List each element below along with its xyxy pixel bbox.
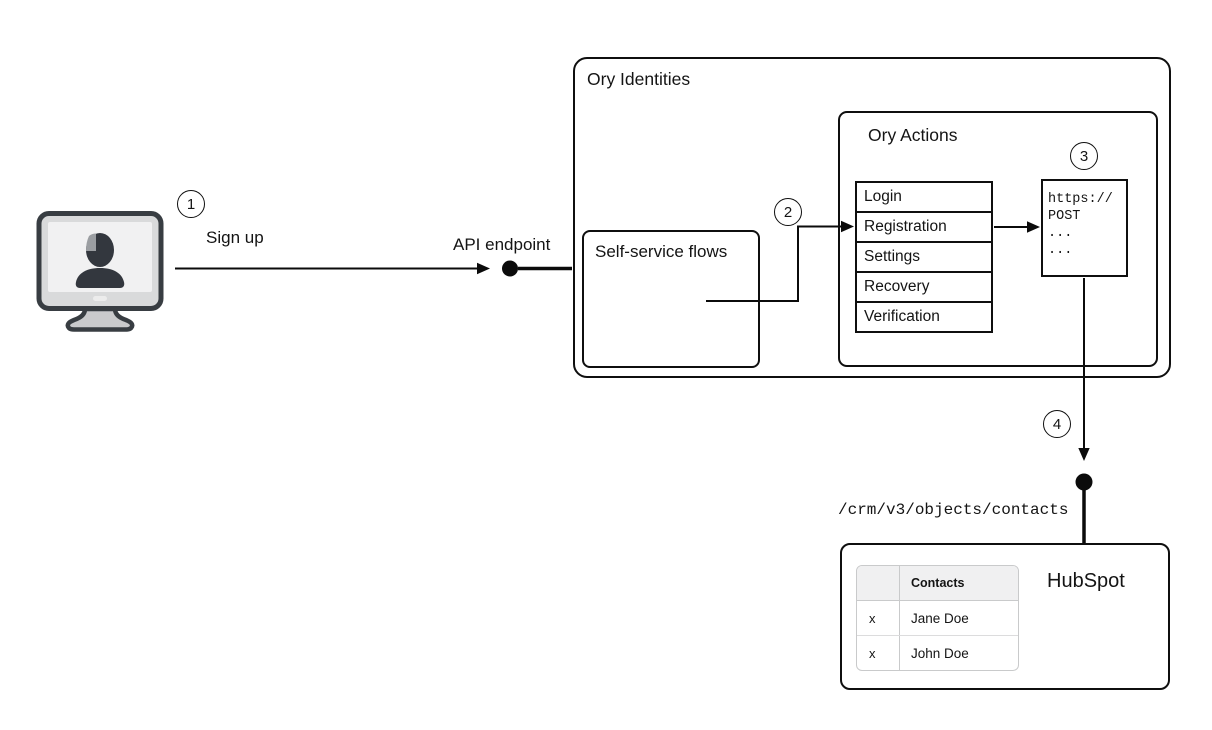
code-line-method: POST (1048, 209, 1081, 224)
self-service-flows-box: Self-service flows (582, 230, 760, 368)
step-2-badge: 2 (774, 198, 802, 226)
contacts-table-row: x Jane Doe (857, 601, 1018, 636)
contact-row-name: John Doe (911, 646, 969, 661)
hubspot-arrowhead (1078, 448, 1090, 461)
contact-row-mark: x (857, 636, 900, 670)
api-endpoint-label: API endpoint (453, 235, 551, 254)
step-2-number: 2 (783, 203, 793, 221)
ory-identities-title: Ory Identities (587, 69, 691, 89)
monitor-user-icon (36, 211, 164, 332)
step-1-number: 1 (186, 195, 196, 213)
hubspot-endpoint-path-label: /crm/v3/objects/contacts (838, 501, 1069, 519)
code-line-ellipsis-2: ... (1048, 243, 1073, 258)
monitor-power-button (93, 296, 107, 301)
flow-row-login: Login (855, 181, 993, 213)
contacts-table-row: x John Doe (857, 636, 1018, 670)
step-3-badge: 3 (1070, 142, 1098, 170)
webhook-arrowhead (1027, 221, 1040, 233)
signup-label: Sign up (206, 228, 264, 247)
flow-row-verification: Verification (855, 301, 993, 333)
registration-arrowhead (841, 220, 854, 233)
user-silhouette-shoulders (75, 268, 125, 288)
monitor-stand (65, 306, 135, 332)
step-4-number: 4 (1052, 415, 1062, 433)
hubspot-box: HubSpot Contacts x Jane Doe x John Doe (840, 543, 1170, 690)
contacts-header-label: Contacts (911, 576, 965, 590)
contact-row-mark: x (857, 601, 900, 635)
contact-row-name: Jane Doe (911, 610, 969, 626)
ory-actions-title: Ory Actions (868, 125, 958, 145)
flow-row-registration: Registration (855, 211, 993, 243)
webhook-code-box: https:// POST ... ... (1041, 179, 1128, 277)
user-silhouette-highlight (86, 233, 96, 251)
ory-actions-box: Ory Actions (838, 111, 1158, 367)
flow-row-recovery: Recovery (855, 271, 993, 303)
ory-identities-box: Ory Identities (573, 57, 1171, 378)
contacts-table: Contacts x Jane Doe x John Doe (856, 565, 1019, 671)
contacts-header-mark-cell (857, 566, 900, 600)
code-line-url: https:// (1048, 192, 1113, 207)
hubspot-title: HubSpot (1047, 570, 1125, 592)
selfservice-to-actions-elbow (706, 225, 842, 302)
contacts-table-header-row: Contacts (857, 566, 1018, 601)
api-endpoint-dot (502, 260, 518, 277)
self-service-flows-title: Self-service flows (595, 242, 728, 261)
signup-arrowhead (477, 262, 490, 275)
flows-list: Login Registration Settings Recovery Ver… (855, 181, 993, 333)
hubspot-endpoint-dot (1075, 473, 1093, 491)
step-1-badge: 1 (177, 190, 205, 218)
step-4-badge: 4 (1043, 410, 1071, 438)
code-line-ellipsis-1: ... (1048, 226, 1073, 241)
step-3-number: 3 (1079, 147, 1089, 165)
flow-row-settings: Settings (855, 241, 993, 273)
